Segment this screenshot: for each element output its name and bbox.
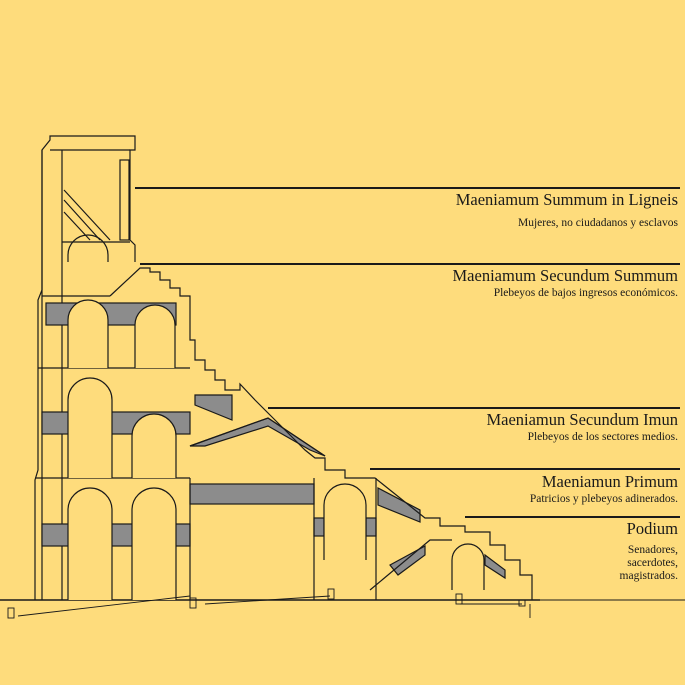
level-label-secundum-imun: Maeniamun Secundum Imun Plebeyos de los … <box>486 410 678 444</box>
level-label-primum: Maeniamun Primum Patricios y plebeyos ad… <box>530 472 678 506</box>
level-subtitle-line: Senadores, <box>627 544 678 556</box>
top-column <box>62 159 130 243</box>
level-subtitle: Plebeyos de los sectores medios. <box>527 431 678 443</box>
level-label-secundum-summum: Maeniamum Secundum Summum Plebeyos de ba… <box>453 266 678 300</box>
level-title: Podium <box>626 519 678 538</box>
level-title: Maeniamun Secundum Imun <box>486 410 678 429</box>
sight-lines <box>7 588 531 619</box>
level-subtitle-line: magistrados. <box>619 570 678 582</box>
level-subtitle-line: sacerdotes, <box>627 557 678 569</box>
level-title: Maeniamun Primum <box>541 472 678 491</box>
seating-steps <box>63 189 533 600</box>
level-title: Maeniamum Secundum Summum <box>452 266 678 285</box>
arches <box>67 234 485 600</box>
level-subtitle: Patricios y plebeyos adinerados. <box>529 493 678 505</box>
level-divider-lines <box>135 187 680 518</box>
level-subtitle: Plebeyos de bajos ingresos económicos. <box>493 287 678 299</box>
level-label-podium: Podium Senadores, sacerdotes, magistrado… <box>620 519 678 583</box>
level-subtitle: Mujeres, no ciudadanos y esclavos <box>517 217 678 229</box>
level-label-summum-ligneis: Maeniamum Summum in Ligneis Mujeres, no … <box>456 190 678 230</box>
level-title: Maeniamum Summum in Ligneis <box>455 190 678 209</box>
